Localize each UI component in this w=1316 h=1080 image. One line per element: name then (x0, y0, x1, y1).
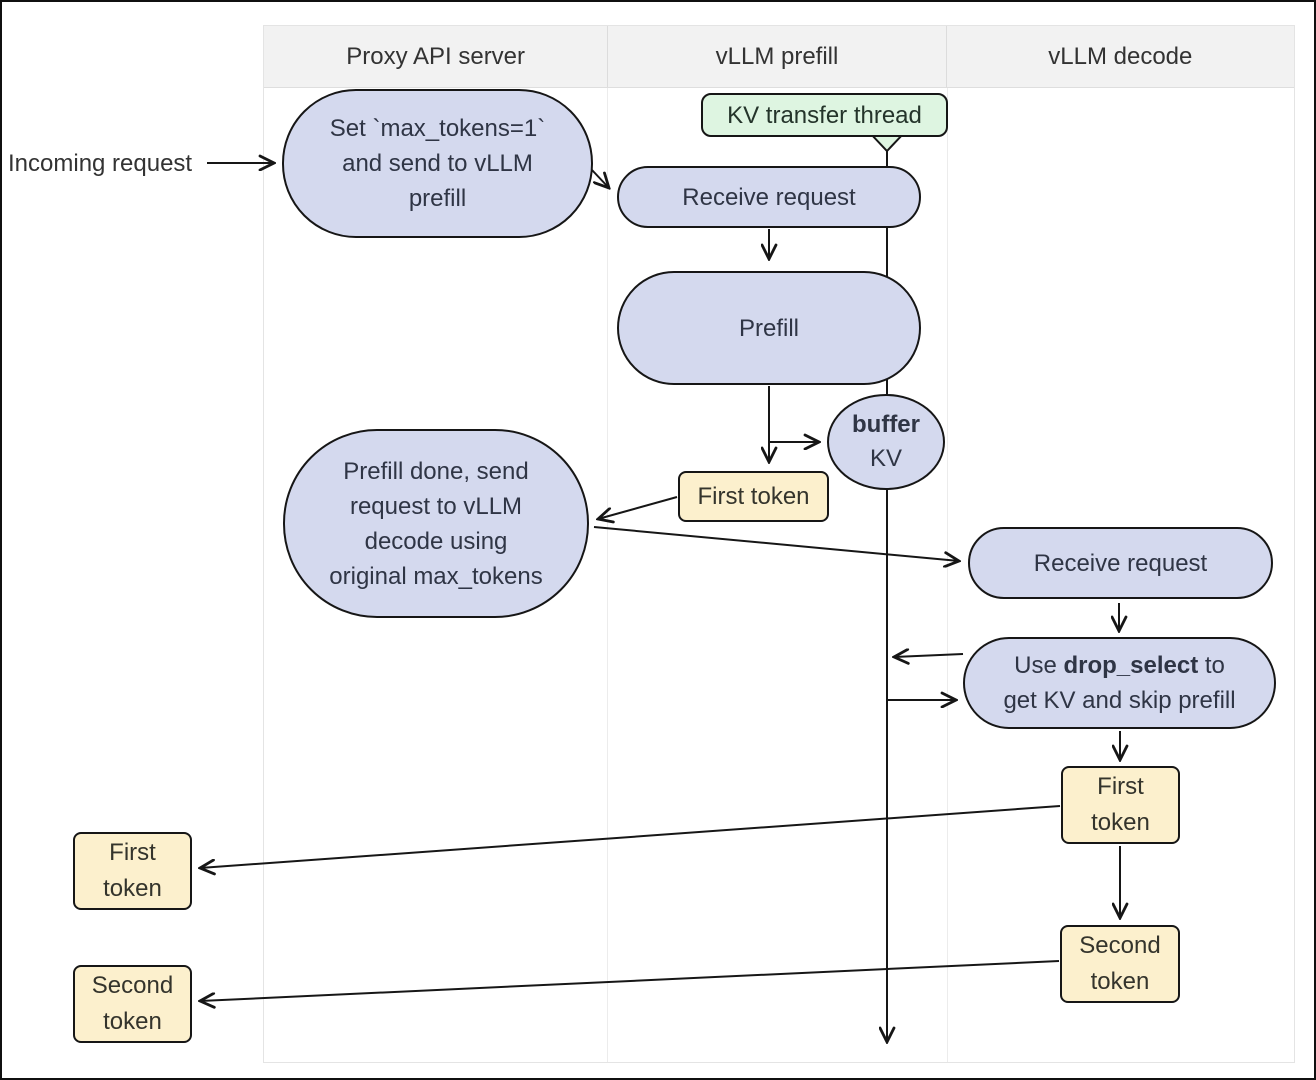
node-receive-request-decode: Receive request (968, 527, 1273, 599)
token-second-out-line1: Second (91, 972, 174, 999)
edge-first-token-to-out (200, 805, 1061, 868)
node-set-max-tokens: Set `max_tokens=1` and send to vLLM pref… (282, 89, 593, 238)
node-set-max-tokens-line2: and send to vLLM (342, 150, 533, 177)
lane-header-proxy-api-server: Proxy API server (346, 42, 526, 70)
lane-separator-2 (947, 88, 948, 1062)
drop-select-bold: drop_select (1063, 652, 1199, 679)
incoming-request-label: Incoming request (8, 150, 193, 177)
token-second-decode-line2: token (1090, 968, 1150, 995)
edge-first-token-to-prefill-done (598, 496, 678, 519)
node-prefill-done: Prefill done, send request to vLLM decod… (283, 429, 589, 618)
node-receive-request-prefill: Receive request (617, 166, 921, 228)
token-first-token-decode: First token (1061, 766, 1180, 844)
drop-select-pre: Use (1014, 652, 1064, 679)
token-second-token-decode: Second token (1060, 925, 1180, 1003)
drop-select-post: to (1198, 652, 1225, 679)
token-first-decode-line1: First (1097, 773, 1144, 800)
lane-header-row: Proxy API server vLLM prefill vLLM decod… (264, 26, 1294, 88)
node-set-max-tokens-line1: Set `max_tokens=1` (329, 115, 546, 142)
lane-header-vllm-prefill: vLLM prefill (607, 26, 947, 87)
node-prefill-done-line4: original max_tokens (329, 562, 543, 590)
token-first-decode-line2: token (1091, 809, 1150, 836)
edge-proxy-to-prefill-receive (591, 169, 609, 188)
node-prefill: Prefill (617, 271, 921, 385)
token-first-token-out: First token (73, 832, 192, 910)
node-drop-select: Use drop_select to get KV and skip prefi… (963, 637, 1276, 729)
node-prefill-done-line2: request to vLLM (349, 492, 523, 520)
lane-header-vllm-decode: vLLM decode (1048, 42, 1193, 70)
token-second-decode-line1: Second (1079, 932, 1161, 959)
edge-prefill-done-to-decode-receive (593, 526, 959, 561)
token-first-out-line1: First (109, 839, 156, 866)
lane-separator-1 (607, 88, 608, 1062)
node-buffer-kv-line2: KV (869, 445, 902, 472)
edge-second-token-to-out (200, 960, 1060, 1001)
node-buffer-kv-bold: buffer (852, 411, 920, 438)
node-drop-select-line2: get KV and skip prefill (1003, 687, 1236, 714)
node-prefill-done-line3: decode using (364, 527, 508, 555)
token-second-token-out: Second token (73, 965, 192, 1043)
node-prefill-done-line1: Prefill done, send (343, 457, 529, 485)
token-second-out-line2: token (103, 1008, 162, 1035)
note-kv-transfer-thread: KV transfer thread (701, 93, 948, 137)
node-drop-select-line1: Use drop_select to (1014, 648, 1225, 683)
token-first-out-line2: token (103, 875, 162, 902)
node-set-max-tokens-line3: prefill (408, 185, 467, 212)
edge-drop-select-to-lifeline (894, 654, 964, 657)
node-buffer-kv: buffer KV (827, 394, 945, 490)
token-first-token-prefill: First token (678, 471, 829, 522)
